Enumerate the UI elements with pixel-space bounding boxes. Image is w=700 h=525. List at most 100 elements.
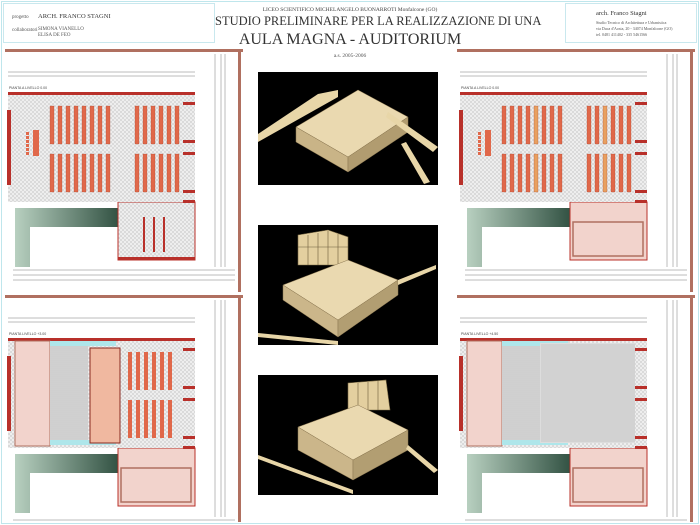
seat-row	[65, 153, 71, 193]
stairs-area	[502, 343, 540, 443]
seat-row	[97, 105, 103, 145]
seat-row	[594, 153, 600, 193]
stage	[485, 130, 491, 156]
floor-plan-bottom-right: PIANTA LIVELLO +4.50	[457, 295, 695, 522]
seat-row	[128, 352, 132, 390]
label-collaboratori: collaboratori	[12, 28, 38, 33]
seat-row	[166, 153, 172, 193]
wall-pier	[183, 446, 195, 449]
seat-row	[509, 105, 515, 145]
school-name: LICEO SCIENTIFICO MICHELANGELO BUONARROT…	[262, 7, 438, 13]
seat-row	[65, 105, 71, 145]
seat-row	[81, 105, 87, 145]
3d-render-bottom	[258, 375, 438, 495]
collaborator-2: ELISA DE FEO	[38, 33, 71, 38]
skylight	[50, 341, 116, 346]
seat-row	[501, 153, 507, 193]
seat-row	[144, 400, 148, 438]
wall-pier	[183, 102, 195, 105]
render-model-top	[258, 89, 438, 184]
seat-row	[81, 153, 87, 193]
left-title-block: progetto ARCH. FRANCO STAGNI collaborato…	[3, 3, 215, 43]
stage	[33, 130, 39, 156]
roof-slope	[540, 343, 635, 443]
wall-pier	[635, 190, 647, 193]
lectern-seat	[26, 152, 29, 155]
plan-label: PIANTA LIVELLO +3.00	[9, 332, 46, 336]
right-border-wall	[690, 298, 693, 522]
lectern-seat	[26, 144, 29, 147]
seat-row	[57, 153, 63, 193]
stairs-area	[50, 343, 88, 443]
seat-row	[168, 352, 172, 390]
studio-phone: tel. 0481 411402 - 335 5461566	[596, 32, 648, 37]
lectern-seat	[26, 140, 29, 143]
lectern-seat	[26, 132, 29, 135]
wall-pier	[635, 152, 647, 155]
seat-row	[160, 352, 164, 390]
seat-row	[174, 105, 180, 145]
3d-render-middle	[258, 225, 438, 345]
seat-row	[134, 105, 140, 145]
seat-row	[602, 105, 608, 145]
seat-row	[509, 153, 515, 193]
lectern-seat	[26, 148, 29, 151]
render-model-bottom	[258, 379, 438, 494]
3d-render-top	[258, 72, 438, 185]
hall-wall-top	[8, 92, 195, 95]
hall-wall-left	[7, 110, 11, 185]
skylight	[502, 341, 568, 346]
seat-row	[533, 153, 539, 193]
plan-label: PIANTA LIVELLO +4.50	[461, 332, 498, 336]
tier-block	[89, 347, 121, 444]
seat-row	[158, 105, 164, 145]
wall-pier	[183, 386, 195, 389]
seat-row	[49, 105, 55, 145]
seat-row	[150, 105, 156, 145]
seat-row	[541, 105, 547, 145]
partition-wall	[163, 217, 165, 252]
seat-row	[89, 153, 95, 193]
seat-row	[517, 105, 523, 145]
hall-wall-left	[7, 356, 11, 431]
right-border-wall	[238, 52, 241, 292]
seat-row	[89, 105, 95, 145]
skylight	[50, 440, 116, 445]
seat-row	[594, 105, 600, 145]
wall-pier	[635, 200, 647, 203]
seat-row	[105, 153, 111, 193]
plan-label: PIANTA A LIVELLO 0.00	[9, 86, 47, 90]
studio-name: Studio Tecnico di Architettura e Urbanis…	[596, 20, 667, 25]
seat-row	[586, 153, 592, 193]
top-border-wall	[457, 49, 695, 52]
seat-row	[501, 105, 507, 145]
skylight	[502, 440, 568, 445]
top-border-wall	[457, 295, 695, 298]
lectern-seat	[478, 140, 481, 143]
top-border-wall	[5, 49, 243, 52]
floor-plan-top-left: PIANTA A LIVELLO 0.00	[5, 49, 243, 292]
seat-row	[618, 153, 624, 193]
label-progetto: progetto	[12, 15, 29, 20]
seat-row	[152, 352, 156, 390]
seat-row	[150, 153, 156, 193]
wall-pier	[635, 102, 647, 105]
wall-pier	[635, 386, 647, 389]
annex-room	[572, 467, 644, 503]
wall-pier	[183, 398, 195, 401]
seat-row	[160, 400, 164, 438]
studio-address: via Duca d'Aosta, 20 - 34074 Monfalcone …	[596, 26, 673, 31]
seat-row	[525, 105, 531, 145]
seat-row	[105, 105, 111, 145]
courtyard-ramp	[467, 454, 573, 513]
hall-wall-left	[459, 356, 463, 431]
seat-row	[142, 105, 148, 145]
seat-row	[517, 153, 523, 193]
top-border-wall	[5, 295, 243, 298]
wall-pier	[635, 348, 647, 351]
annex-room	[572, 221, 644, 257]
stage-area	[466, 340, 503, 447]
collaborator-1: SIMONA VIANELLO	[38, 27, 84, 32]
plan-label: PIANTA A LIVELLO 0.00	[461, 86, 499, 90]
hall-wall-left	[459, 110, 463, 185]
